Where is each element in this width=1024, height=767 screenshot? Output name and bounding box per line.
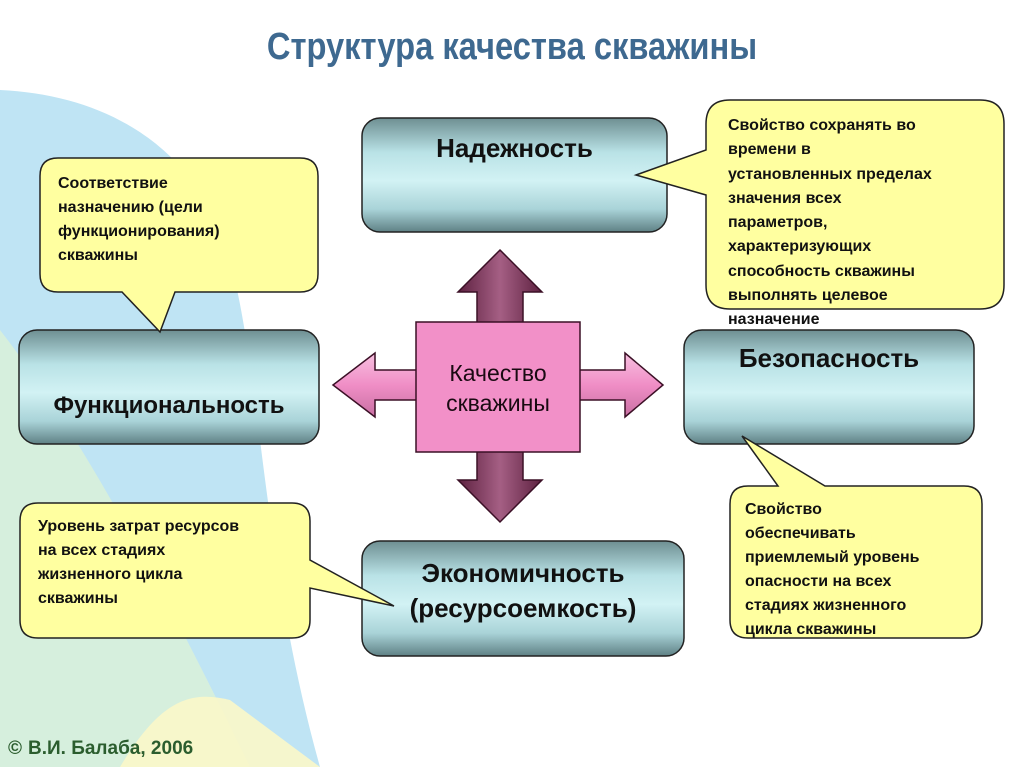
note-line: Соответствие: [58, 175, 168, 192]
reliability-note: Свойство сохранять во времени в установл…: [728, 114, 932, 333]
functionality-label: Функциональность: [53, 392, 285, 419]
reliability-callout-bubble: [633, 99, 1005, 310]
note-line: времени в: [728, 141, 811, 159]
safety-note: Свойство обеспечивать приемлемый уровень…: [745, 498, 919, 642]
note-line: Свойство: [745, 501, 822, 518]
economy-note: Уровень затрат ресурсов на всех стадиях …: [38, 515, 239, 611]
footer-text: В.И. Балаба, 2006: [28, 738, 194, 759]
note-line: назначению (цели: [58, 199, 203, 216]
copyright-icon: ©: [8, 738, 22, 759]
note-line: цикла скважины: [745, 621, 877, 638]
functionality-box: [18, 329, 320, 445]
note-line: характеризующих: [728, 238, 872, 256]
copyright-footer: © В.И. Балаба, 2006: [8, 738, 193, 760]
note-line: назначение: [728, 311, 820, 329]
background-yellow-shape: [120, 696, 320, 767]
note-line: обеспечивать: [745, 525, 856, 542]
note-line: скважины: [58, 247, 138, 264]
note-line: приемлемый уровень: [745, 549, 920, 566]
note-line: функционирования): [58, 223, 220, 240]
economy-label: Экономичность: [421, 558, 625, 588]
note-line: Свойство сохранять во: [728, 117, 916, 134]
economy-callout-bubble: [19, 502, 395, 639]
note-line: Уровень затрат ресурсов: [38, 518, 240, 535]
note-line: жизненного цикла: [38, 566, 183, 583]
note-line: стадиях жизненного: [745, 597, 907, 614]
note-line: опасности на всех: [745, 573, 892, 590]
functionality-callout-bubble: [39, 157, 319, 334]
note-line: параметров,: [728, 214, 828, 232]
center-label: Качество скважины: [416, 358, 580, 418]
functionality-note: Соответствие назначению (цели функционир…: [58, 172, 220, 268]
note-line: выполнять целевое: [728, 287, 888, 305]
safety-callout-bubble: [729, 435, 983, 639]
note-line: установленных пределах: [728, 165, 932, 183]
safety-box: [683, 329, 975, 445]
page-title: Структура качества скважины: [266, 26, 758, 68]
center-label-line: скважины: [446, 390, 550, 416]
note-line: на всех стадиях: [38, 542, 166, 559]
center-box: [415, 321, 581, 453]
reliability-label: Надежность: [436, 133, 593, 163]
note-line: значения всех: [728, 189, 842, 207]
safety-label: Безопасность: [738, 343, 920, 373]
economy-sublabel: (ресурсоемкость): [409, 593, 637, 623]
note-line: скважины: [38, 590, 118, 607]
note-line: способность скважины: [728, 262, 915, 280]
center-label-line: Качество: [449, 360, 547, 386]
